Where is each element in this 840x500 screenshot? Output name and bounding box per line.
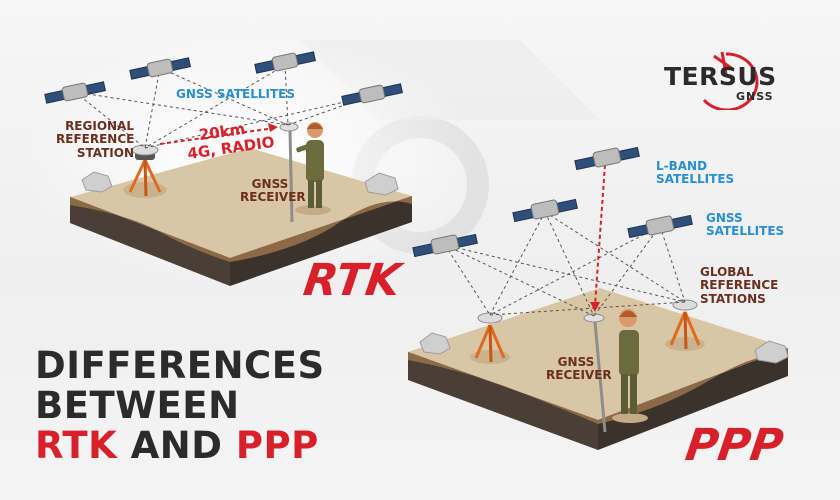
headline: DIFFERENCES BETWEEN RTK AND PPP bbox=[35, 346, 325, 466]
rtk-big-label: RTK bbox=[300, 255, 404, 306]
logo-swoosh-icon bbox=[702, 51, 759, 112]
ppp-big-label: PPP bbox=[682, 420, 787, 471]
rtk-platform bbox=[70, 64, 412, 286]
headline-ppp: PPP bbox=[235, 424, 319, 467]
logo-brand-name: TERSUS bbox=[664, 62, 777, 91]
ppp-platform bbox=[408, 164, 789, 450]
headline-line-1: DIFFERENCES bbox=[35, 344, 325, 387]
headline-line-3: RTK AND PPP bbox=[35, 426, 325, 466]
rtk-gnss-satellites-label: GNSS SATELLITES bbox=[176, 87, 295, 101]
logo-brand-sub: GNSS bbox=[736, 90, 774, 103]
ppp-satellites bbox=[412, 146, 693, 258]
headline-line-2: BETWEEN bbox=[35, 384, 240, 427]
headline-rtk: RTK bbox=[35, 424, 118, 467]
rtk-satellites bbox=[44, 51, 403, 106]
headline-and: AND bbox=[130, 424, 223, 467]
tersus-logo: TERSUS GNSS bbox=[664, 50, 794, 112]
